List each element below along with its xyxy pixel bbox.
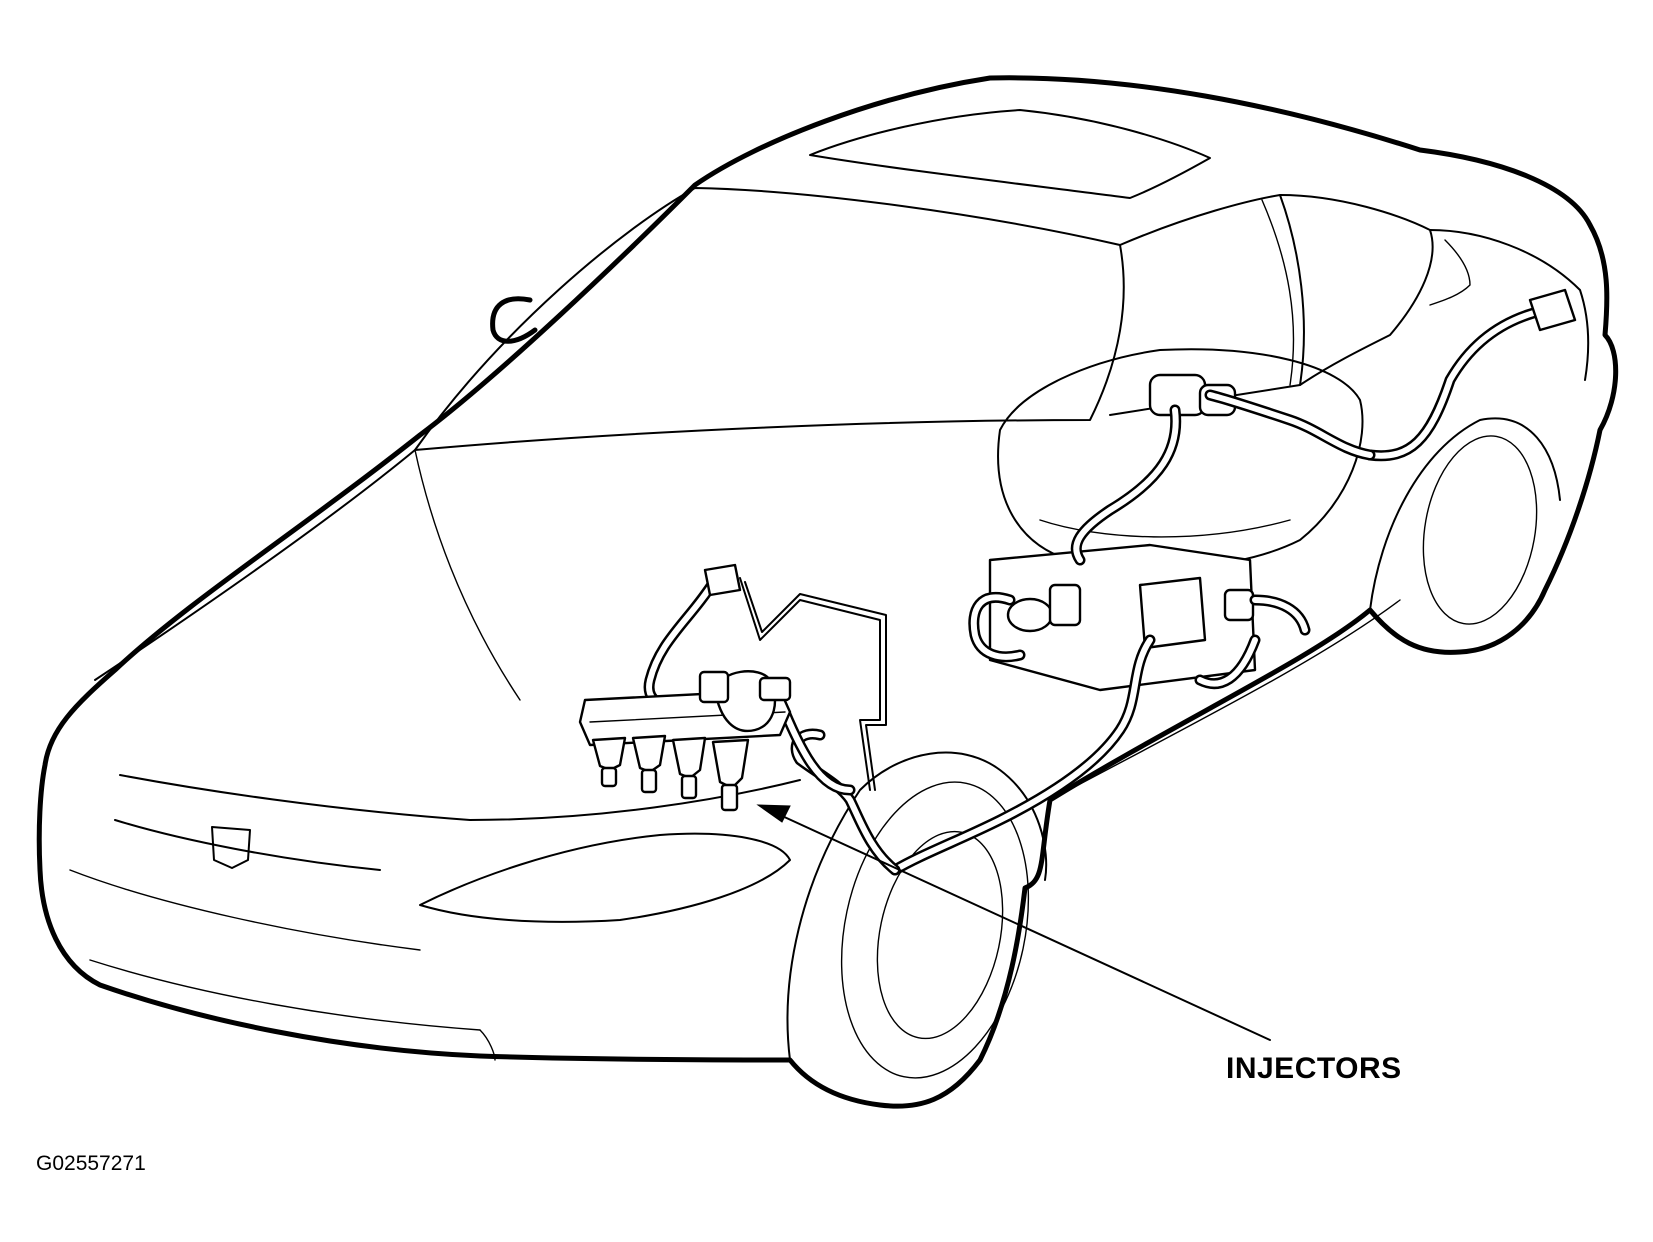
- side-window-rear: [1279, 194, 1434, 386]
- injector-2: [631, 734, 667, 794]
- front-wheel: [840, 781, 1030, 1079]
- fuel-tank: [997, 348, 1364, 570]
- car-body: [36, 75, 1619, 1109]
- fuel-lines: [643, 288, 1577, 876]
- pulsation-damper: [698, 670, 730, 704]
- leader-arrowhead: [756, 804, 791, 823]
- injector-3: [671, 736, 707, 800]
- fuel-steel-line: [739, 577, 881, 791]
- rear-deck: [1429, 229, 1590, 381]
- rear-wheel-arch: [1369, 417, 1561, 611]
- windshield: [414, 187, 1125, 451]
- side-window-front: [1109, 194, 1305, 416]
- hood-center-line: [414, 449, 521, 701]
- car-outer-outline: [36, 75, 1619, 1109]
- bumper-upper: [69, 869, 421, 951]
- hose-fitting-top: [703, 563, 742, 597]
- figure-id: G02557271: [36, 1152, 146, 1175]
- evap-canister-assembly: [988, 543, 1257, 692]
- body-side-line: [1049, 599, 1401, 801]
- hood-crease-left: [94, 449, 416, 681]
- fuel-rail-assembly: [578, 670, 792, 812]
- fuel-filler-cap: [1528, 288, 1577, 332]
- injector-4: [711, 738, 750, 812]
- side-mirror: [490, 296, 538, 344]
- regulator-fitting: [758, 676, 792, 702]
- honda-emblem: [211, 826, 251, 869]
- front-wheel-arch: [786, 751, 1048, 1061]
- rear-wheel: [1422, 435, 1538, 625]
- bumper-contour: [479, 1029, 496, 1061]
- door-pillar: [1261, 199, 1295, 386]
- evap-purge-valve: [1138, 576, 1207, 650]
- evap-solenoid: [1048, 583, 1082, 627]
- evap-valve-small: [1223, 588, 1255, 622]
- injectors-callout-leader: [756, 804, 1271, 1041]
- injector-1: [591, 736, 627, 788]
- headlight: [419, 832, 791, 923]
- bumper-lower: [89, 959, 481, 1031]
- sunroof: [809, 109, 1211, 199]
- front-grille: [114, 819, 381, 871]
- evap-two-way-valve: [1006, 597, 1054, 633]
- rear-quarter-glass: [1429, 239, 1471, 306]
- fuel-tank-seam: [1039, 519, 1291, 538]
- hood-front-edge: [119, 774, 801, 821]
- injectors-callout-label: INJECTORS: [1226, 1052, 1402, 1085]
